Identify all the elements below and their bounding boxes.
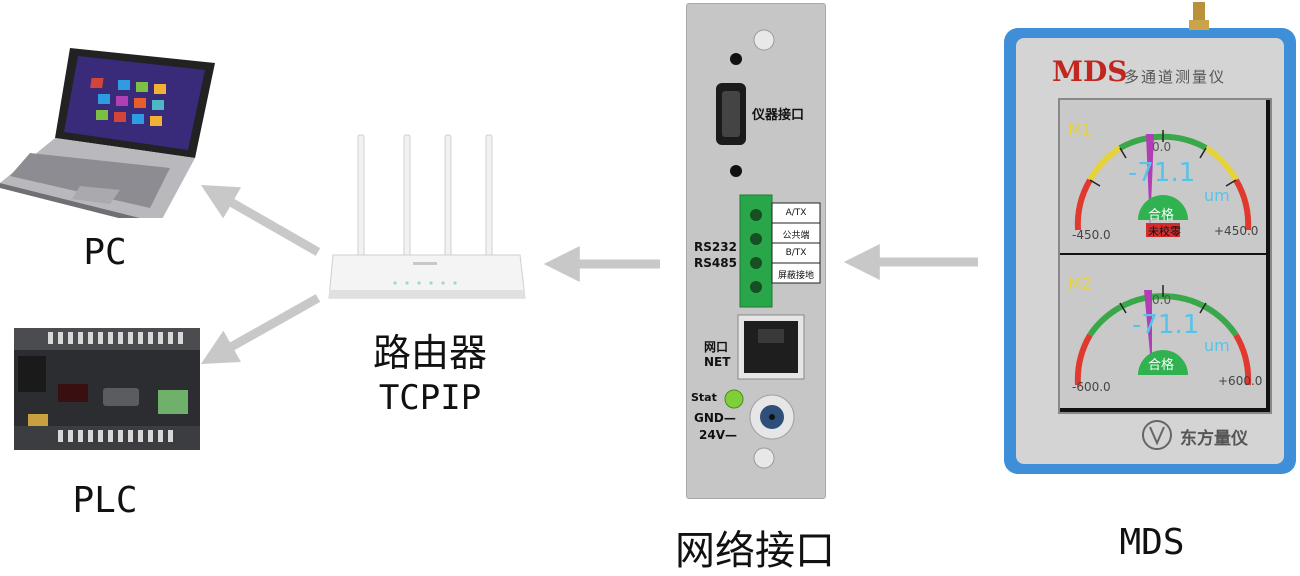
mds-brand: MDS [1052,55,1128,88]
gauge2-value: -71.1 [1132,310,1200,340]
gauge1-min: -450.0 [1072,228,1111,242]
mds-antenna-icon [1189,2,1209,30]
arrow-router-to-pc [200,184,321,256]
gauge1-max: +450.0 [1214,224,1259,238]
pc-label: PC [83,232,127,273]
terminal-label-1: A/TX [785,208,807,218]
router-sublabel: TCPIP [378,378,482,418]
mds-gauges [1060,100,1266,408]
mds-maker: 东方量仪 [1180,429,1248,449]
interface-label: 网络接口 [675,528,835,574]
rs485-label: RS485 [694,256,737,270]
gauge1-channel: M1 [1068,120,1092,139]
mds-label: MDS [1119,522,1185,563]
gauge1-center: 0.0 [1152,140,1172,154]
arrow-router-to-plc [200,294,321,364]
laptop-icon [0,48,215,218]
terminal-label-2: 公共端 [782,231,810,241]
gauge1-value: -71.1 [1128,158,1196,188]
network-interface-details [716,29,821,469]
stat-label: Stat [691,391,717,404]
gauge2-min: -600.0 [1072,380,1111,394]
mds-model: 多通道测量仪 [1124,68,1227,86]
gauge2-center: 0.0 [1152,293,1172,307]
gauge1-unit: um [1204,186,1230,205]
terminal-label-3: B/TX [785,248,807,258]
gauge2-unit: um [1204,336,1230,355]
rs232-label: RS232 [694,240,737,254]
router-icon [328,134,526,299]
plc-label: PLC [72,480,138,521]
gauge1-status: 合格 [1148,208,1175,223]
router-label: 路由器 [372,331,487,375]
gauge1-alert: 未校零 [1148,225,1181,238]
plc-icon [14,328,200,450]
terminal-label-4: 屏蔽接地 [777,271,814,281]
gauge2-status: 合格 [1148,358,1175,373]
maker-logo-icon [1142,420,1172,450]
gauge2-channel: M2 [1068,274,1092,293]
instrument-port-label: 仪器接口 [752,108,805,123]
gnd-label: GND— [694,411,736,425]
net-label-cn: 网口 [704,340,729,354]
net-label-en: NET [704,355,731,369]
v24-label: 24V— [699,428,737,442]
gauge2-max: +600.0 [1218,374,1263,388]
